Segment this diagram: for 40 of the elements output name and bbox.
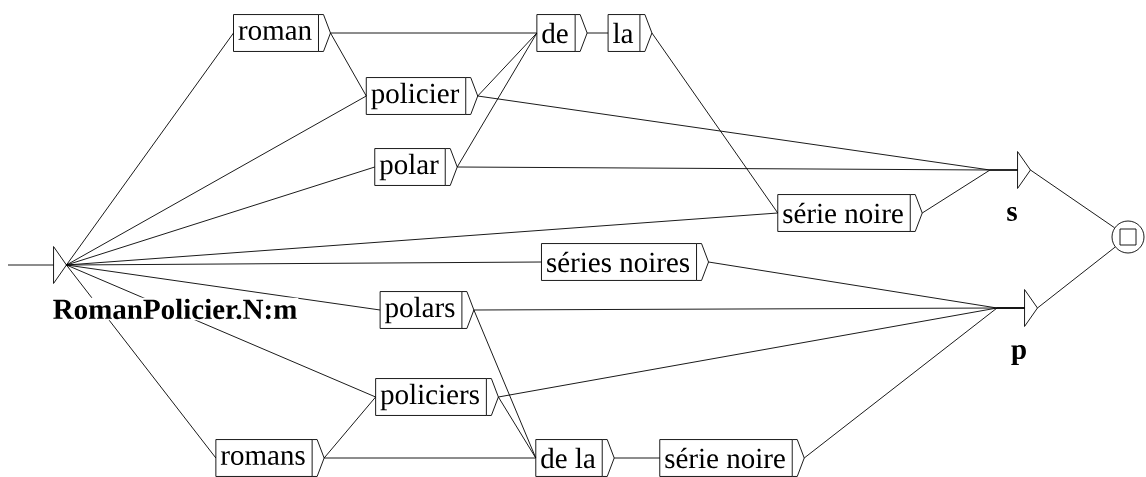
connector-line — [1030, 169, 1115, 229]
word-box: roman — [233, 14, 331, 52]
connector-line — [7, 264, 54, 266]
connector-line — [803, 307, 1025, 459]
connector-line — [330, 32, 538, 34]
connector-line — [66, 261, 542, 266]
connector-line — [66, 32, 234, 266]
state-triangle — [1017, 151, 1031, 189]
state-triangle — [1024, 289, 1038, 327]
word-box: policiers — [375, 378, 499, 416]
connector-line — [613, 457, 661, 459]
word-box: la — [607, 14, 653, 52]
connector-line — [1037, 246, 1116, 309]
word-box: polar — [374, 148, 458, 186]
connector-line — [921, 169, 1018, 214]
connector-line — [651, 32, 779, 214]
word-box: policier — [365, 77, 479, 115]
output-label: s — [1005, 206, 1019, 222]
connector-line — [66, 95, 367, 266]
word-box: série noire — [777, 194, 923, 232]
state-triangle — [53, 246, 67, 284]
word-box: de — [536, 14, 588, 52]
output-label: RomanPolicier.N:m — [51, 297, 299, 321]
word-box: série noire — [659, 439, 805, 477]
connector-line — [323, 457, 537, 459]
connector-line — [586, 32, 609, 34]
output-label: p — [1009, 344, 1029, 366]
connector-line — [66, 264, 381, 311]
word-box: romans — [215, 439, 325, 477]
word-box: séries noires — [541, 243, 709, 281]
connector-line — [66, 166, 376, 266]
word-box: de la — [535, 439, 615, 477]
word-box: polars — [379, 291, 475, 329]
connector-line — [477, 32, 538, 97]
connector-line — [330, 32, 367, 97]
connector-line — [66, 264, 217, 459]
final-state-circle — [1111, 220, 1145, 254]
connector-line — [456, 32, 538, 168]
connector-line — [323, 396, 377, 459]
connector-line — [497, 396, 537, 459]
